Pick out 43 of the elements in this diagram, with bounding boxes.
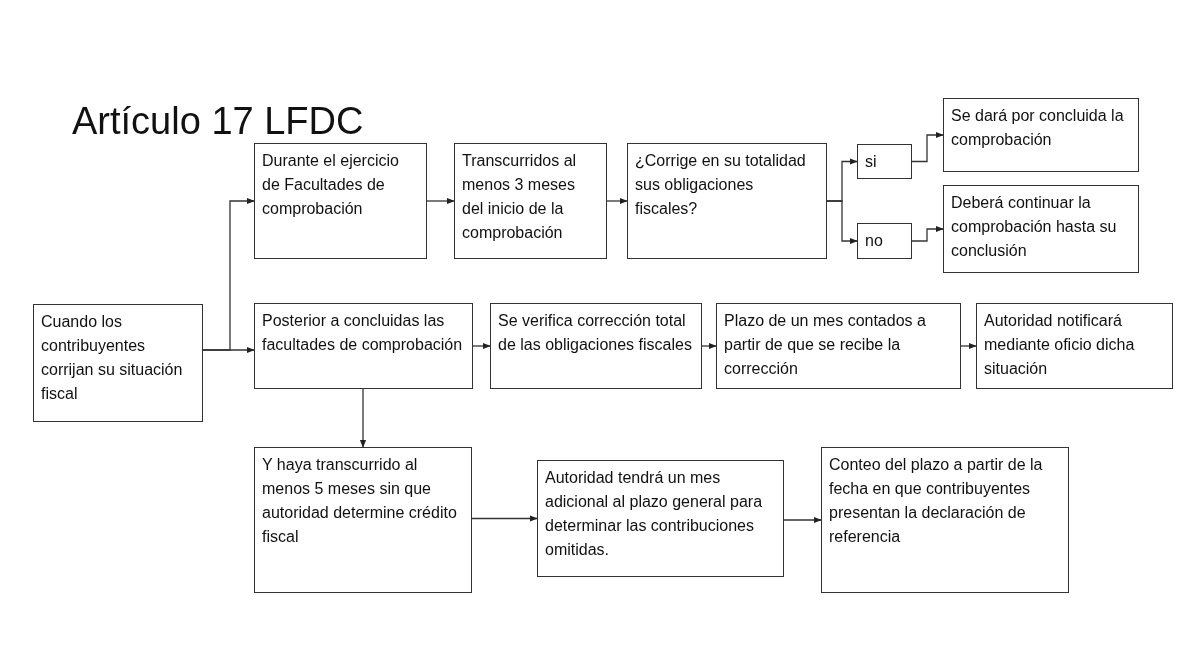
arrow	[960, 342, 977, 350]
arrow	[202, 346, 255, 354]
box-text: si	[865, 152, 878, 172]
process-box	[857, 223, 912, 259]
arrow	[826, 200, 858, 245]
box-text: Plazo de un mes contados a partir de que se recibe la corrección	[724, 311, 927, 379]
process-box	[627, 143, 827, 259]
box-text: Se dará por concluida la comprobación	[951, 106, 1125, 150]
box-text: Deberá continuar la comprobación hasta su conclusión	[951, 193, 1118, 261]
title: Artículo 17 LFDC	[72, 100, 364, 143]
box-text: Transcurridos al menos 3 meses del inicio de la comprobación	[462, 151, 578, 243]
box-text: Durante el ejercicio de Facultades de comprobación	[262, 151, 400, 219]
arrow	[359, 388, 367, 448]
arrow	[911, 131, 944, 163]
process-box	[943, 98, 1139, 172]
process-box	[254, 447, 472, 593]
box-text: Conteo del plazo a partir de la fecha en que contribuyentes presentan la declaración de referencia	[829, 455, 1044, 547]
box-text: Autoridad notificará mediante oficio dicha situación	[984, 311, 1136, 379]
process-box	[857, 144, 912, 179]
box-text: ¿Corrige en su totalidad sus obligaciones fiscales?	[635, 151, 807, 219]
process-box	[33, 304, 203, 422]
arrow	[911, 225, 944, 242]
box-text: Se verifica corrección total de las obligaciones fiscales	[498, 311, 693, 355]
box-text: no	[865, 231, 884, 251]
box-text: Posterior a concluidas las facultades de comprobación	[262, 311, 464, 355]
process-box	[976, 303, 1173, 389]
arrow	[606, 197, 628, 205]
process-box	[537, 460, 784, 577]
process-box	[716, 303, 961, 389]
arrow	[426, 197, 455, 205]
arrow	[783, 516, 822, 524]
arrow	[701, 342, 717, 350]
box-text: Y haya transcurrido al menos 5 meses sin que autoridad determine crédito fiscal	[262, 455, 458, 547]
process-box	[254, 303, 473, 389]
process-box	[821, 447, 1069, 593]
box-text: Cuando los contribuyentes corrijan su situación fiscal	[41, 312, 184, 404]
box-text: Autoridad tendrá un mes adicional al plazo general para determinar las contribuciones omitidas.	[545, 468, 764, 560]
arrow	[471, 515, 538, 522]
process-box	[454, 143, 607, 259]
process-box	[254, 143, 427, 259]
process-box	[490, 303, 702, 389]
arrow	[472, 342, 491, 350]
process-box	[943, 185, 1139, 273]
